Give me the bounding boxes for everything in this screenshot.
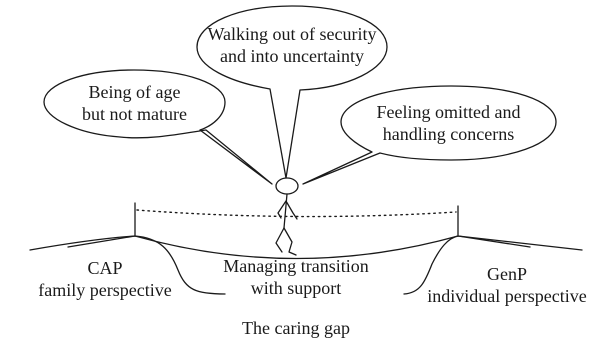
walker-head [275, 177, 299, 195]
right-guy-line [457, 235, 531, 248]
caption: The caring gap [196, 318, 396, 340]
bubble-left-line2: but not mature [82, 103, 187, 124]
center-label: Managing transition with support [193, 256, 399, 300]
walker-leg-back [275, 227, 285, 253]
center-label-line2: with support [250, 277, 342, 298]
walker-arm-right [285, 200, 298, 220]
speech-bubble-top [196, 5, 388, 179]
caption-text: The caring gap [242, 318, 350, 338]
bubble-top-text: Walking out of security and into uncerta… [197, 24, 387, 68]
genp-label: GenP individual perspective [407, 264, 607, 308]
bubble-left-line1: Being of age [88, 82, 181, 102]
bubble-top-line2: and into uncertainty [220, 45, 364, 66]
handrail-dotted [136, 209, 457, 218]
genp-label-line1: GenP [487, 264, 527, 284]
bubble-right-line1: Feeling omitted and [376, 102, 521, 122]
walker-torso [283, 193, 288, 229]
speech-bubble-right [302, 85, 557, 185]
right-cliff [403, 235, 583, 295]
left-guy-line [67, 235, 136, 248]
center-label-line1: Managing transition [223, 256, 369, 276]
cap-label-line2: family perspective [38, 279, 172, 300]
genp-label-line2: individual perspective [427, 285, 587, 306]
cap-label-line1: CAP [87, 258, 123, 278]
tightrope [134, 235, 459, 260]
bubble-right-line2: handling concerns [382, 123, 515, 144]
bubble-top-line1: Walking out of security [207, 24, 377, 44]
walker-leg-front [283, 227, 297, 256]
bubble-left-text: Being of age but not mature [44, 82, 225, 126]
walker-arm-left [277, 200, 287, 219]
speech-bubble-left [43, 69, 273, 185]
cap-label: CAP family perspective [15, 258, 195, 302]
bubble-right-text: Feeling omitted and handling concerns [341, 102, 556, 146]
